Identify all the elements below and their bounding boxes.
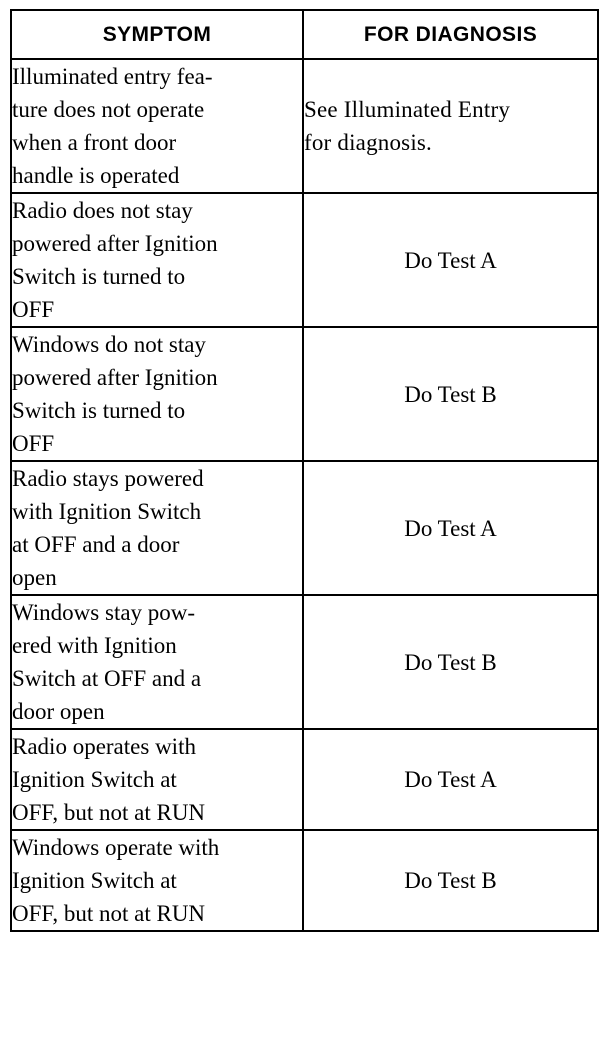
- symptom-line: OFF, but not at RUN: [12, 901, 206, 926]
- symptom-line: Switch is turned to: [12, 398, 186, 423]
- diagnosis-line: for diagnosis.: [304, 130, 433, 155]
- symptom-line: when a front door: [12, 130, 177, 155]
- diagnosis-cell: See Illuminated Entry for diagnosis.: [302, 58, 599, 194]
- symptom-line: OFF: [12, 297, 55, 322]
- symptom-line: Radio does not stay: [12, 198, 193, 223]
- symptom-line: Windows do not stay: [12, 332, 206, 357]
- symptom-line: open: [12, 565, 57, 590]
- diagnosis-cell: Do Test A: [302, 460, 599, 596]
- symptom-line: Windows stay pow-: [12, 600, 196, 625]
- symptom-cell: Illuminated entry fea-ture does not oper…: [10, 58, 304, 194]
- symptom-line: Ignition Switch at: [12, 868, 177, 893]
- table-row: Radio does not stay powered after Ignitio…: [10, 192, 599, 328]
- symptom-line: Switch at OFF and a: [12, 666, 202, 691]
- symptom-diagnosis-table: SYMPTOM FOR DIAGNOSIS Illuminated entry …: [10, 9, 599, 932]
- diagnosis-line: Do Test A: [404, 515, 497, 541]
- symptom-line: Ignition Switch at: [12, 767, 177, 792]
- diagnosis-cell: Do Test B: [302, 594, 599, 730]
- symptom-line: powered after Ignition: [12, 365, 218, 390]
- diagnosis-line: Do Test B: [404, 649, 497, 675]
- symptom-line: Radio stays powered: [12, 466, 204, 491]
- symptom-line: OFF, but not at RUN: [12, 800, 206, 825]
- symptom-line: ered with Ignition: [12, 633, 177, 658]
- symptom-line: Switch is turned to: [12, 264, 186, 289]
- diagnosis-cell: Do Test B: [302, 326, 599, 462]
- symptom-line: with Ignition Switch: [12, 499, 202, 524]
- symptom-line: ture does not operate: [12, 97, 205, 122]
- symptom-cell: Windows do not stay powered after Ignitio…: [10, 326, 304, 462]
- diagnosis-line: See Illuminated Entry: [304, 97, 511, 122]
- diagnosis-line: Do Test A: [404, 767, 497, 792]
- symptom-line: Windows operate with: [12, 835, 220, 860]
- symptom-line: Radio operates with: [12, 734, 196, 759]
- diagnosis-line: Do Test B: [404, 868, 497, 893]
- symptom-line: handle is operated: [12, 163, 180, 188]
- diagnosis-cell: Do Test B: [302, 829, 599, 932]
- table-row: Radio stays powered with Ignition Switch a…: [10, 460, 599, 596]
- symptom-cell: Radio stays powered with Ignition Switch a…: [10, 460, 304, 596]
- symptom-line: Illuminated entry fea-: [12, 64, 213, 89]
- table-row: Illuminated entry fea-ture does not oper…: [10, 58, 599, 194]
- table-body: Illuminated entry fea-ture does not oper…: [10, 58, 599, 932]
- symptom-line: at OFF and a door: [12, 532, 180, 557]
- diagnosis-line: Do Test B: [404, 381, 497, 407]
- symptom-line: OFF: [12, 431, 55, 456]
- table-header-row: SYMPTOM FOR DIAGNOSIS: [10, 9, 599, 60]
- symptom-line: powered after Ignition: [12, 231, 218, 256]
- diagnosis-line: Do Test A: [404, 247, 497, 273]
- diagnosis-cell: Do Test A: [302, 728, 599, 831]
- table-row: Windows do not stay powered after Ignitio…: [10, 326, 599, 462]
- diagnosis-cell: Do Test A: [302, 192, 599, 328]
- column-header-symptom: SYMPTOM: [10, 9, 304, 60]
- column-header-for-diagnosis: FOR DIAGNOSIS: [302, 9, 599, 60]
- symptom-line: door open: [12, 699, 105, 724]
- symptom-cell: Radio does not stay powered after Ignitio…: [10, 192, 304, 328]
- table-header: SYMPTOM FOR DIAGNOSIS: [10, 9, 599, 60]
